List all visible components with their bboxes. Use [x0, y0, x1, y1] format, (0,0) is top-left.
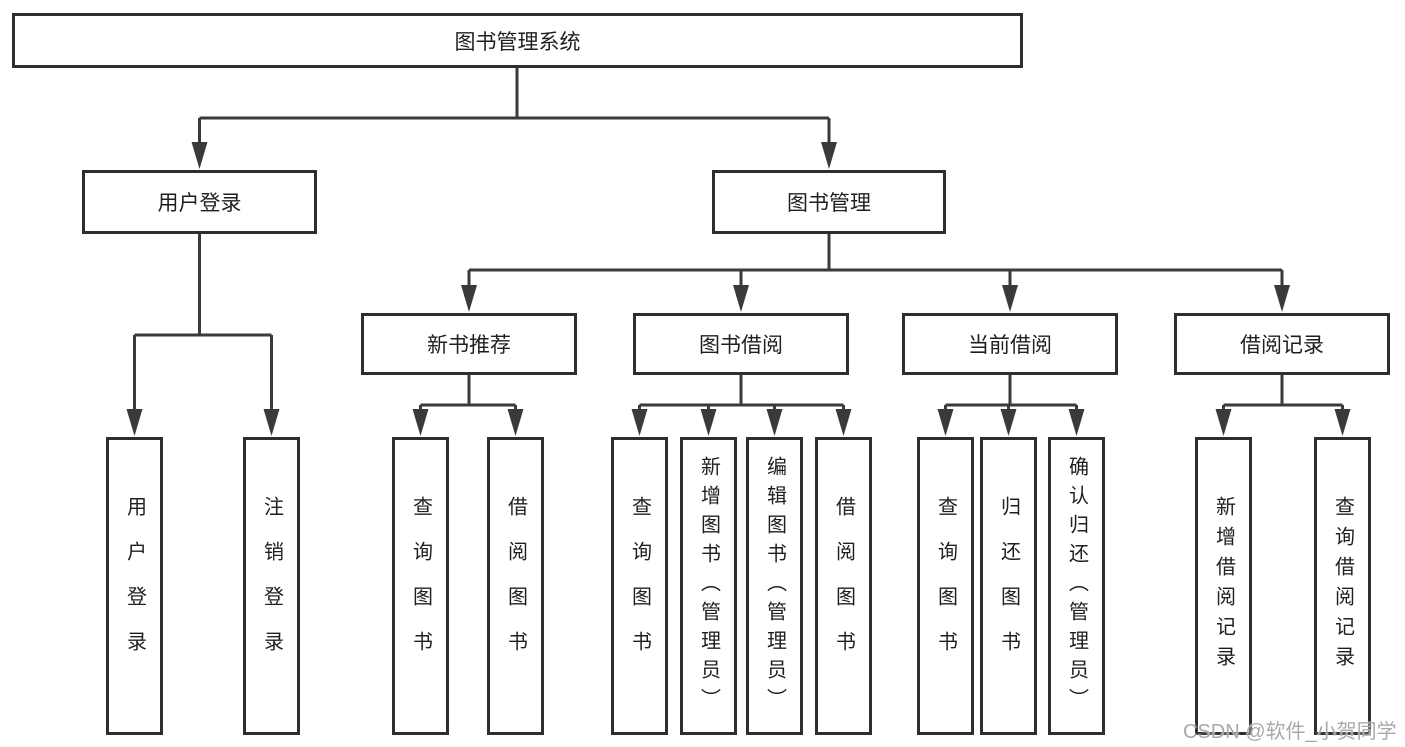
node-user-login: 用户登录: [82, 170, 317, 234]
connector-root-to-level2: [198, 68, 831, 148]
leaf-records-add-record: 新增借阅记录: [1195, 437, 1252, 735]
node-borrow-records-label: 借阅记录: [1240, 334, 1324, 357]
node-root-label: 图书管理系统: [454, 30, 581, 54]
node-borrow-records: 借阅记录: [1174, 313, 1390, 375]
connector-user-login-children: [133, 234, 273, 414]
leaf-current-return-book-label: 归还图书: [997, 496, 1020, 676]
leaf-recommend-query-book-label: 查询图书: [409, 496, 432, 676]
leaf-logout-label: 注销登录: [260, 496, 283, 676]
leaf-borrow-add-book: 新增图书（管理员）: [680, 437, 737, 735]
leaf-current-confirm-return: 确认归还（管理员）: [1048, 437, 1105, 735]
leaf-current-return-book: 归还图书: [980, 437, 1037, 735]
leaf-user-login: 用户登录: [106, 437, 163, 735]
arrowheads: [126, 142, 1351, 436]
node-root: 图书管理系统: [12, 13, 1023, 68]
leaf-borrow-query-book: 查询图书: [611, 437, 668, 735]
leaf-records-query-record: 查询借阅记录: [1314, 437, 1371, 735]
leaf-recommend-borrow-book: 借阅图书: [487, 437, 544, 735]
connector-borrow-children: [638, 375, 845, 414]
leaf-borrow-borrow-book: 借阅图书: [815, 437, 872, 735]
leaf-borrow-query-book-label: 查询图书: [628, 496, 651, 676]
node-book-management-label: 图书管理: [787, 192, 871, 215]
leaf-records-query-record-label: 查询借阅记录: [1331, 496, 1354, 676]
leaf-user-login-label: 用户登录: [123, 496, 146, 676]
leaf-logout: 注销登录: [243, 437, 300, 735]
leaf-current-query-book-label: 查询图书: [934, 496, 957, 676]
leaf-recommend-borrow-book-label: 借阅图书: [504, 496, 527, 676]
leaf-current-confirm-return-label: 确认归还（管理员）: [1065, 455, 1088, 717]
connector-recommend-children: [419, 375, 517, 414]
connector-records-children: [1222, 375, 1344, 414]
leaf-borrow-add-book-label: 新增图书（管理员）: [697, 455, 720, 717]
node-current-borrow: 当前借阅: [902, 313, 1118, 375]
leaf-recommend-query-book: 查询图书: [392, 437, 449, 735]
node-book-borrow-label: 图书借阅: [699, 334, 783, 357]
connector-book-mgmt-children: [467, 234, 1284, 291]
leaf-borrow-borrow-book-label: 借阅图书: [832, 496, 855, 676]
node-book-borrow: 图书借阅: [633, 313, 849, 375]
node-new-book-recommend-label: 新书推荐: [427, 334, 511, 357]
leaf-current-query-book: 查询图书: [917, 437, 974, 735]
connector-current-children: [944, 375, 1078, 414]
node-current-borrow-label: 当前借阅: [968, 334, 1052, 357]
leaf-borrow-edit-book: 编辑图书（管理员）: [746, 437, 803, 735]
leaf-records-add-record-label: 新增借阅记录: [1212, 496, 1235, 676]
leaf-borrow-edit-book-label: 编辑图书（管理员）: [763, 455, 786, 717]
node-book-management: 图书管理: [712, 170, 946, 234]
node-user-login-label: 用户登录: [157, 192, 242, 215]
watermark: CSDN @软件_小贺同学: [1183, 721, 1397, 743]
node-new-book-recommend: 新书推荐: [361, 313, 577, 375]
